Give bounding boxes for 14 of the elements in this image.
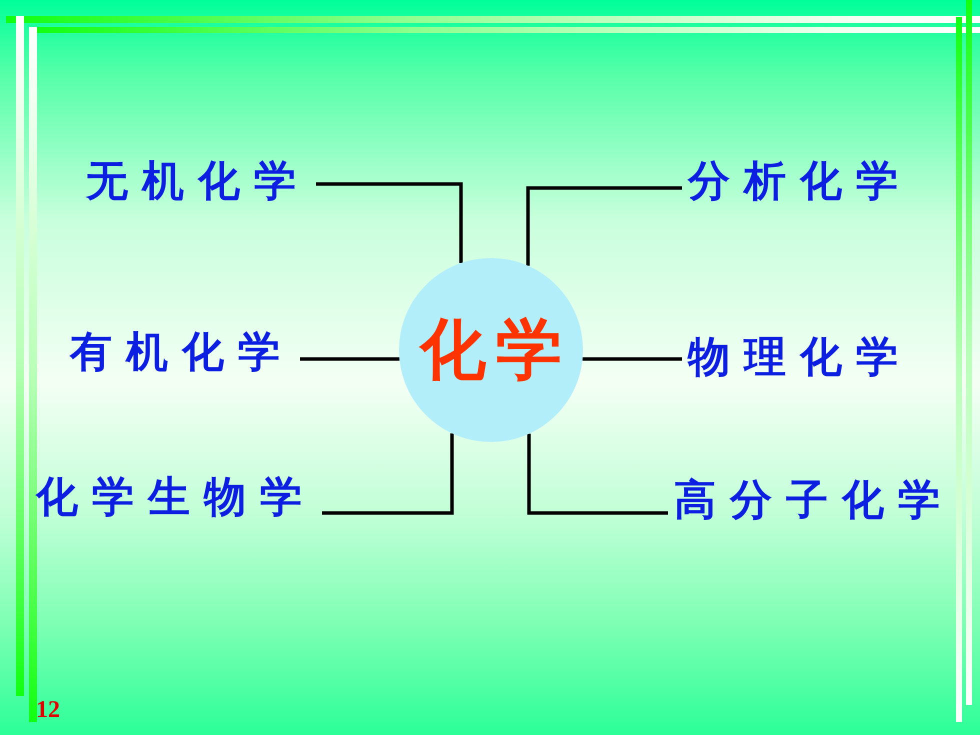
branch-topic: 高分子化学: [674, 475, 954, 525]
branch-topic: 分析化学: [688, 156, 912, 206]
connector-line: [300, 357, 400, 361]
connector-line: [526, 186, 682, 266]
connector-line: [527, 434, 668, 515]
connector-line: [322, 433, 454, 515]
connector-line: [316, 182, 463, 264]
branch-topic: 有机化学: [70, 327, 294, 377]
connector-line: [582, 357, 682, 361]
branch-topic: 化学生物学: [36, 472, 316, 522]
branch-topic: 物理化学: [688, 332, 912, 382]
page-number: 12: [36, 697, 60, 723]
topic-title: 化学: [418, 312, 572, 388]
branch-topic: 无机化学: [86, 156, 310, 206]
